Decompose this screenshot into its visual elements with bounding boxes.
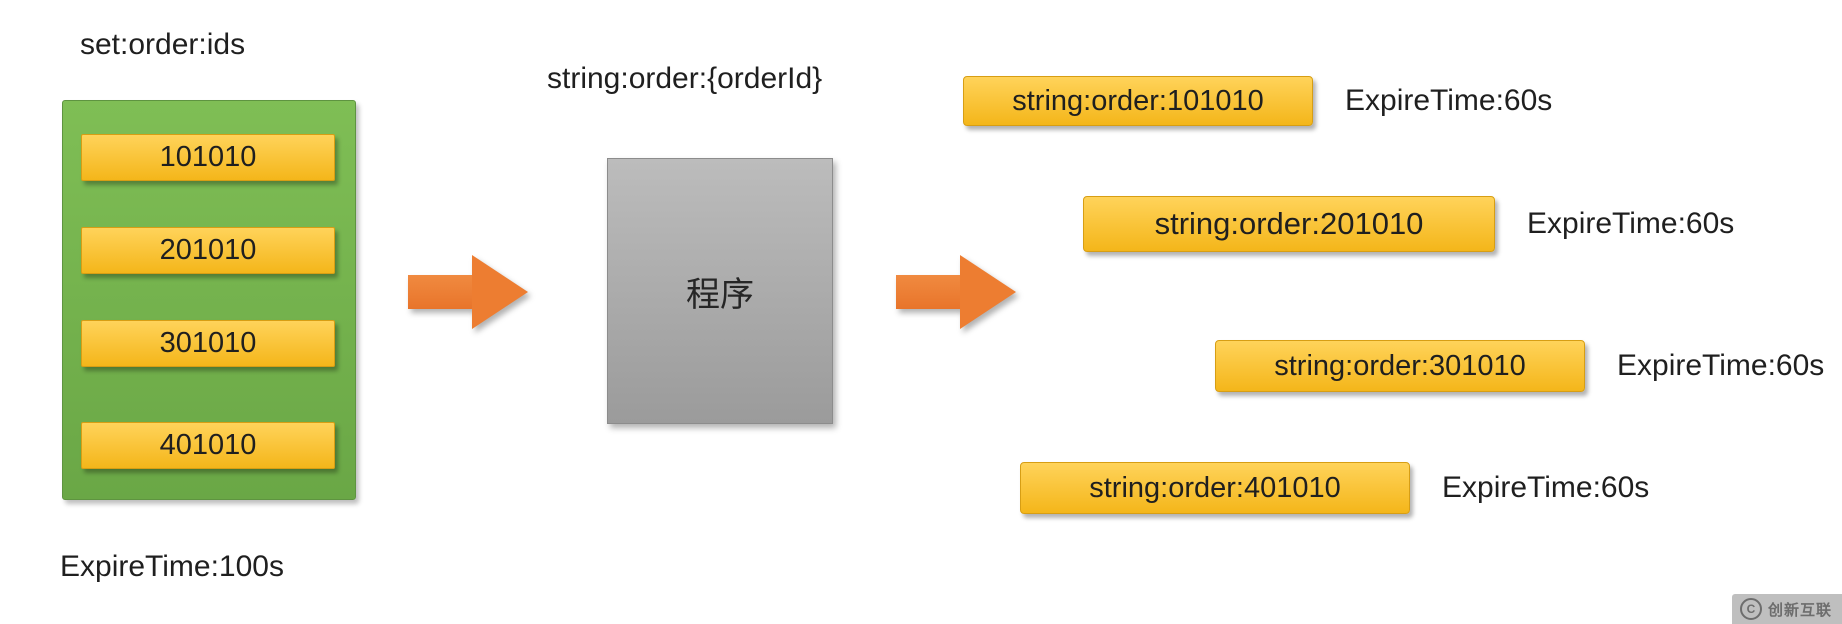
arrow-shaft xyxy=(408,275,472,309)
right-arrow-icon xyxy=(896,255,1016,329)
right-arrow-icon xyxy=(408,255,528,329)
set-member-bar: 301010 xyxy=(81,320,335,367)
program-box: 程序 xyxy=(607,158,833,424)
result-row: string:order:101010 ExpireTime:60s xyxy=(963,76,1552,126)
arrow-head xyxy=(472,255,528,329)
expire-label: ExpireTime:60s xyxy=(1345,84,1553,117)
program-label: 程序 xyxy=(686,275,754,314)
set-member-bar: 201010 xyxy=(81,227,335,274)
set-member-bar: 401010 xyxy=(81,422,335,469)
arrow-shaft xyxy=(896,275,960,309)
string-key-pill: string:order:101010 xyxy=(963,76,1313,126)
result-row: string:order:301010 ExpireTime:60s xyxy=(1215,340,1824,392)
set-title-label: set:order:ids xyxy=(80,28,246,61)
string-pattern-label: string:order:{orderId} xyxy=(547,62,823,95)
result-row: string:order:401010 ExpireTime:60s xyxy=(1020,462,1649,514)
watermark: C 创新互联 xyxy=(1731,594,1842,624)
set-member-bar: 101010 xyxy=(81,134,335,181)
result-row: string:order:201010 ExpireTime:60s xyxy=(1083,196,1734,252)
expire-label: ExpireTime:60s xyxy=(1617,349,1825,382)
string-key-pill: string:order:201010 xyxy=(1083,196,1495,252)
set-container-box: 101010 201010 301010 401010 xyxy=(62,100,356,500)
set-expire-label: ExpireTime:100s xyxy=(60,550,284,583)
expire-label: ExpireTime:60s xyxy=(1527,207,1735,240)
watermark-brand: 创新互联 xyxy=(1767,601,1832,619)
string-key-pill: string:order:301010 xyxy=(1215,340,1585,392)
arrow-head xyxy=(960,255,1016,329)
expire-label: ExpireTime:60s xyxy=(1442,471,1650,504)
watermark-logo-icon: C xyxy=(1739,598,1762,620)
string-key-pill: string:order:401010 xyxy=(1020,462,1410,514)
